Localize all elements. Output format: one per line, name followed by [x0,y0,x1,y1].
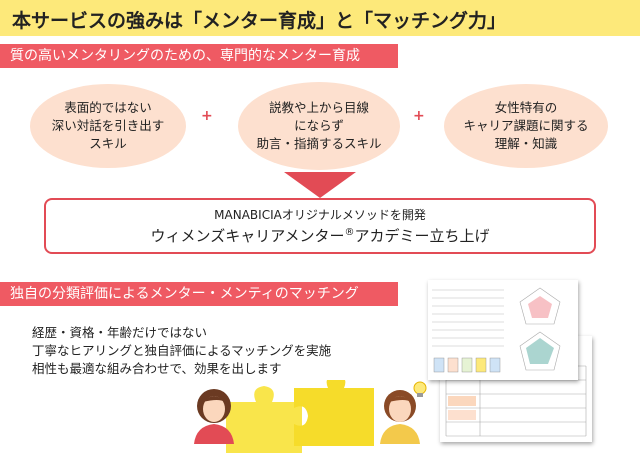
woman-icon [194,389,234,444]
radar-chart-graphic [432,287,561,373]
title-bar [0,0,640,36]
puzzle-pieces-icon [226,380,374,453]
section2-band [0,282,398,306]
page-title: 本サービスの強みは「メンター育成」と「マッチング力」 [12,10,507,32]
academy-launch: アカデミー立ち上げ [354,227,490,245]
method-box: MANABICIAオリジナルメソッドを開発 ウィメンズキャリアメンター®アカデミ… [44,198,596,254]
skill-bubble-dialogue: 表面的ではない 深い対話を引き出す スキル [30,84,186,168]
method-line1: MANABICIAオリジナルメソッドを開発 [214,208,426,222]
section1-band [0,44,398,68]
evaluation-sheet-front [428,280,578,380]
sheet-table-graphic [445,365,587,437]
skill-bubble-advice: 説教や上から目線 にならず 助言・指摘するスキル [238,82,400,170]
down-arrow-icon [284,172,356,198]
plus-sign: + [413,108,425,124]
method-line2: ウィメンズキャリアメンター®アカデミー立ち上げ [46,225,594,246]
matching-line-1: 経歴・資格・年齢だけではない [32,325,208,340]
skill-bubble-knowledge: 女性特有の キャリア課題に関する 理解・知識 [444,84,608,168]
registered-mark: ® [344,227,355,238]
plus-sign: + [201,108,213,124]
matching-line-3: 相性も最適な組み合わせで、効果を出します [32,361,282,376]
woman-idea-icon [380,381,427,444]
section1-heading: 質の高いメンタリングのための、専門的なメンター育成 [10,48,360,64]
section2-heading: 独自の分類評価によるメンター・メンティのマッチング [10,286,359,302]
academy-name: ウィメンズキャリアメンター [150,227,345,245]
matching-line-2: 丁寧なヒアリングと独自評価によるマッチングを実施 [32,343,332,358]
